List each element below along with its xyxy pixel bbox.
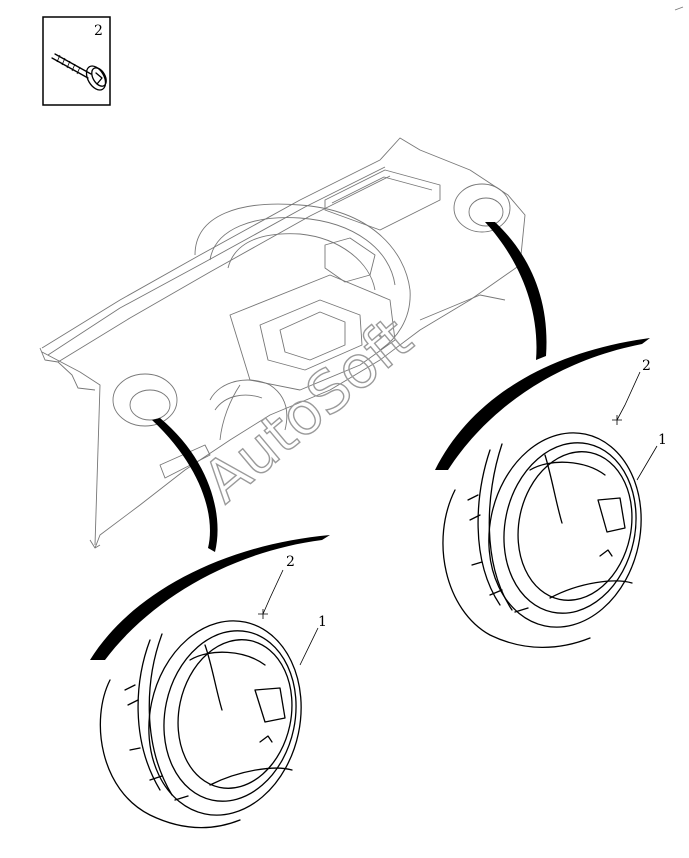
right-callout-1: 1 (658, 432, 667, 448)
left-callout-1-leader (299, 627, 319, 666)
left-callout-2: 2 (286, 554, 295, 570)
screw-icon (51, 53, 107, 91)
right-vent-sweep (435, 338, 650, 470)
left-vent-sweep (90, 535, 330, 660)
left-vent-leader (152, 418, 218, 552)
right-vent-marker (599, 549, 613, 557)
corner-mark (674, 6, 684, 11)
screw-inset: 2 (42, 16, 111, 106)
right-vent-leader (485, 222, 547, 360)
left-callout-2-cross (258, 609, 268, 619)
left-callout-2-leader (262, 569, 284, 615)
left-air-vent (99, 620, 302, 829)
dashboard-outline (39, 137, 526, 549)
right-callout-2-cross (612, 415, 622, 425)
watermark-text: AutoSoft (190, 304, 425, 516)
right-callout-2: 2 (642, 358, 651, 374)
inset-frame (42, 16, 111, 106)
right-vent-louver (597, 497, 626, 533)
left-callout-1: 1 (318, 614, 327, 630)
inset-callout-label: 2 (94, 23, 103, 39)
left-vent-louver (254, 687, 286, 723)
right-callout-2-leader (616, 371, 641, 421)
left-vent-marker (259, 735, 273, 743)
right-air-vent (442, 432, 642, 648)
right-callout-1-leader (636, 445, 658, 481)
